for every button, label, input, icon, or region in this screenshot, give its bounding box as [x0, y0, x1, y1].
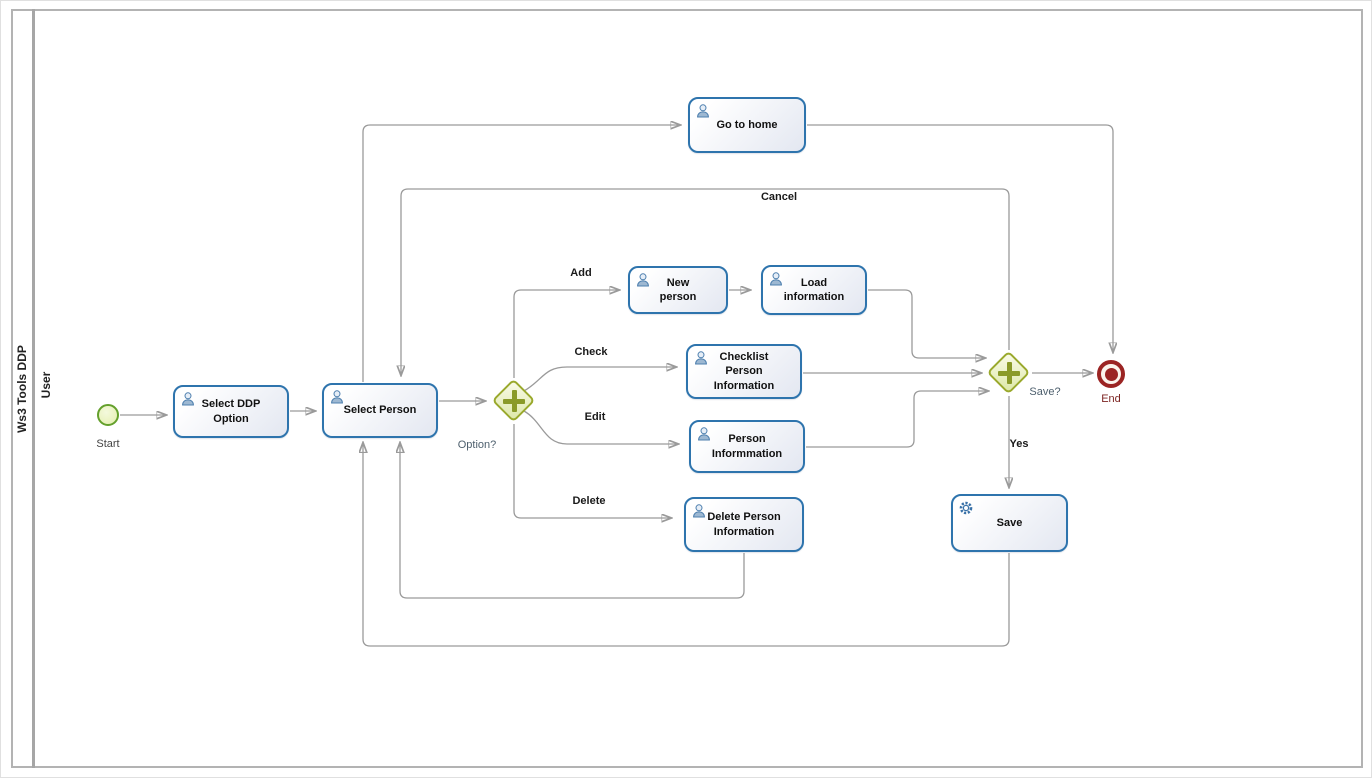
- start-event-label: Start: [96, 438, 120, 450]
- flow-delete-to-delete-person[interactable]: [513, 424, 671, 518]
- flow-check-to-checklist[interactable]: [523, 367, 676, 392]
- flow-save-back-to-select-person[interactable]: [363, 443, 1010, 647]
- task-new-person[interactable]: New person: [628, 266, 728, 314]
- flow-select-person-to-go-home[interactable]: [362, 125, 680, 382]
- flow-person-information-to-save-gateway[interactable]: [806, 391, 988, 448]
- flow-load-information-to-save-gateway[interactable]: [868, 289, 985, 358]
- lane-divider: [32, 9, 35, 768]
- pool-ws3-tools-ddp: [11, 9, 1363, 768]
- flow-label-yes: Yes: [1009, 438, 1029, 450]
- task-label: Person Informmation: [711, 433, 783, 460]
- plus-icon: [511, 390, 517, 412]
- flow-label-add: Add: [570, 267, 592, 279]
- task-label: Select DDP Option: [201, 398, 261, 425]
- user-icon: [693, 504, 705, 518]
- gateway-option-label: Option?: [457, 439, 497, 451]
- user-icon: [637, 273, 649, 287]
- user-icon: [182, 392, 194, 406]
- task-label: Select Person: [343, 404, 417, 417]
- gateway-option[interactable]: [491, 378, 536, 423]
- user-icon: [331, 390, 343, 404]
- user-icon: [770, 272, 782, 286]
- task-label: Delete Person Information: [707, 511, 781, 538]
- flow-label-delete: Delete: [572, 495, 606, 507]
- plus-icon: [1006, 362, 1012, 384]
- user-icon: [697, 104, 709, 118]
- task-person-information[interactable]: Person Informmation: [689, 420, 805, 473]
- gateway-save-label: Save?: [1029, 386, 1061, 398]
- end-event[interactable]: [1097, 360, 1125, 388]
- flow-cancel-to-select-person[interactable]: [401, 188, 1010, 375]
- task-checklist-person-information[interactable]: Checklist Person Information: [686, 344, 802, 399]
- gateway-save[interactable]: [986, 350, 1031, 395]
- task-select-person[interactable]: Select Person: [322, 383, 438, 438]
- task-load-information[interactable]: Load information: [761, 265, 867, 315]
- flow-edit-to-person-information[interactable]: [523, 410, 678, 444]
- task-label: New person: [659, 276, 697, 303]
- task-select-ddp-option[interactable]: Select DDP Option: [173, 385, 289, 438]
- user-icon: [698, 427, 710, 441]
- task-label: Checklist Person Information: [713, 351, 775, 392]
- flow-label-edit: Edit: [584, 411, 606, 423]
- flow-label-check: Check: [574, 346, 608, 358]
- terminate-icon: [1104, 367, 1118, 381]
- user-icon: [695, 351, 707, 365]
- task-label: Save: [996, 516, 1023, 529]
- start-event[interactable]: [97, 404, 119, 426]
- task-label: Go to home: [716, 118, 778, 131]
- flow-go-home-to-end[interactable]: [807, 124, 1113, 352]
- task-label: Load information: [783, 276, 845, 303]
- task-go-to-home[interactable]: Go to home: [688, 97, 806, 153]
- gear-icon: [959, 501, 973, 515]
- flow-label-cancel: Cancel: [760, 191, 798, 203]
- flow-delete-person-back-to-select-person[interactable]: [400, 443, 745, 599]
- flow-add-to-new-person[interactable]: [513, 290, 619, 378]
- task-delete-person-information[interactable]: Delete Person Information: [684, 497, 804, 552]
- task-save[interactable]: Save: [951, 494, 1068, 552]
- end-event-label: End: [1101, 393, 1121, 405]
